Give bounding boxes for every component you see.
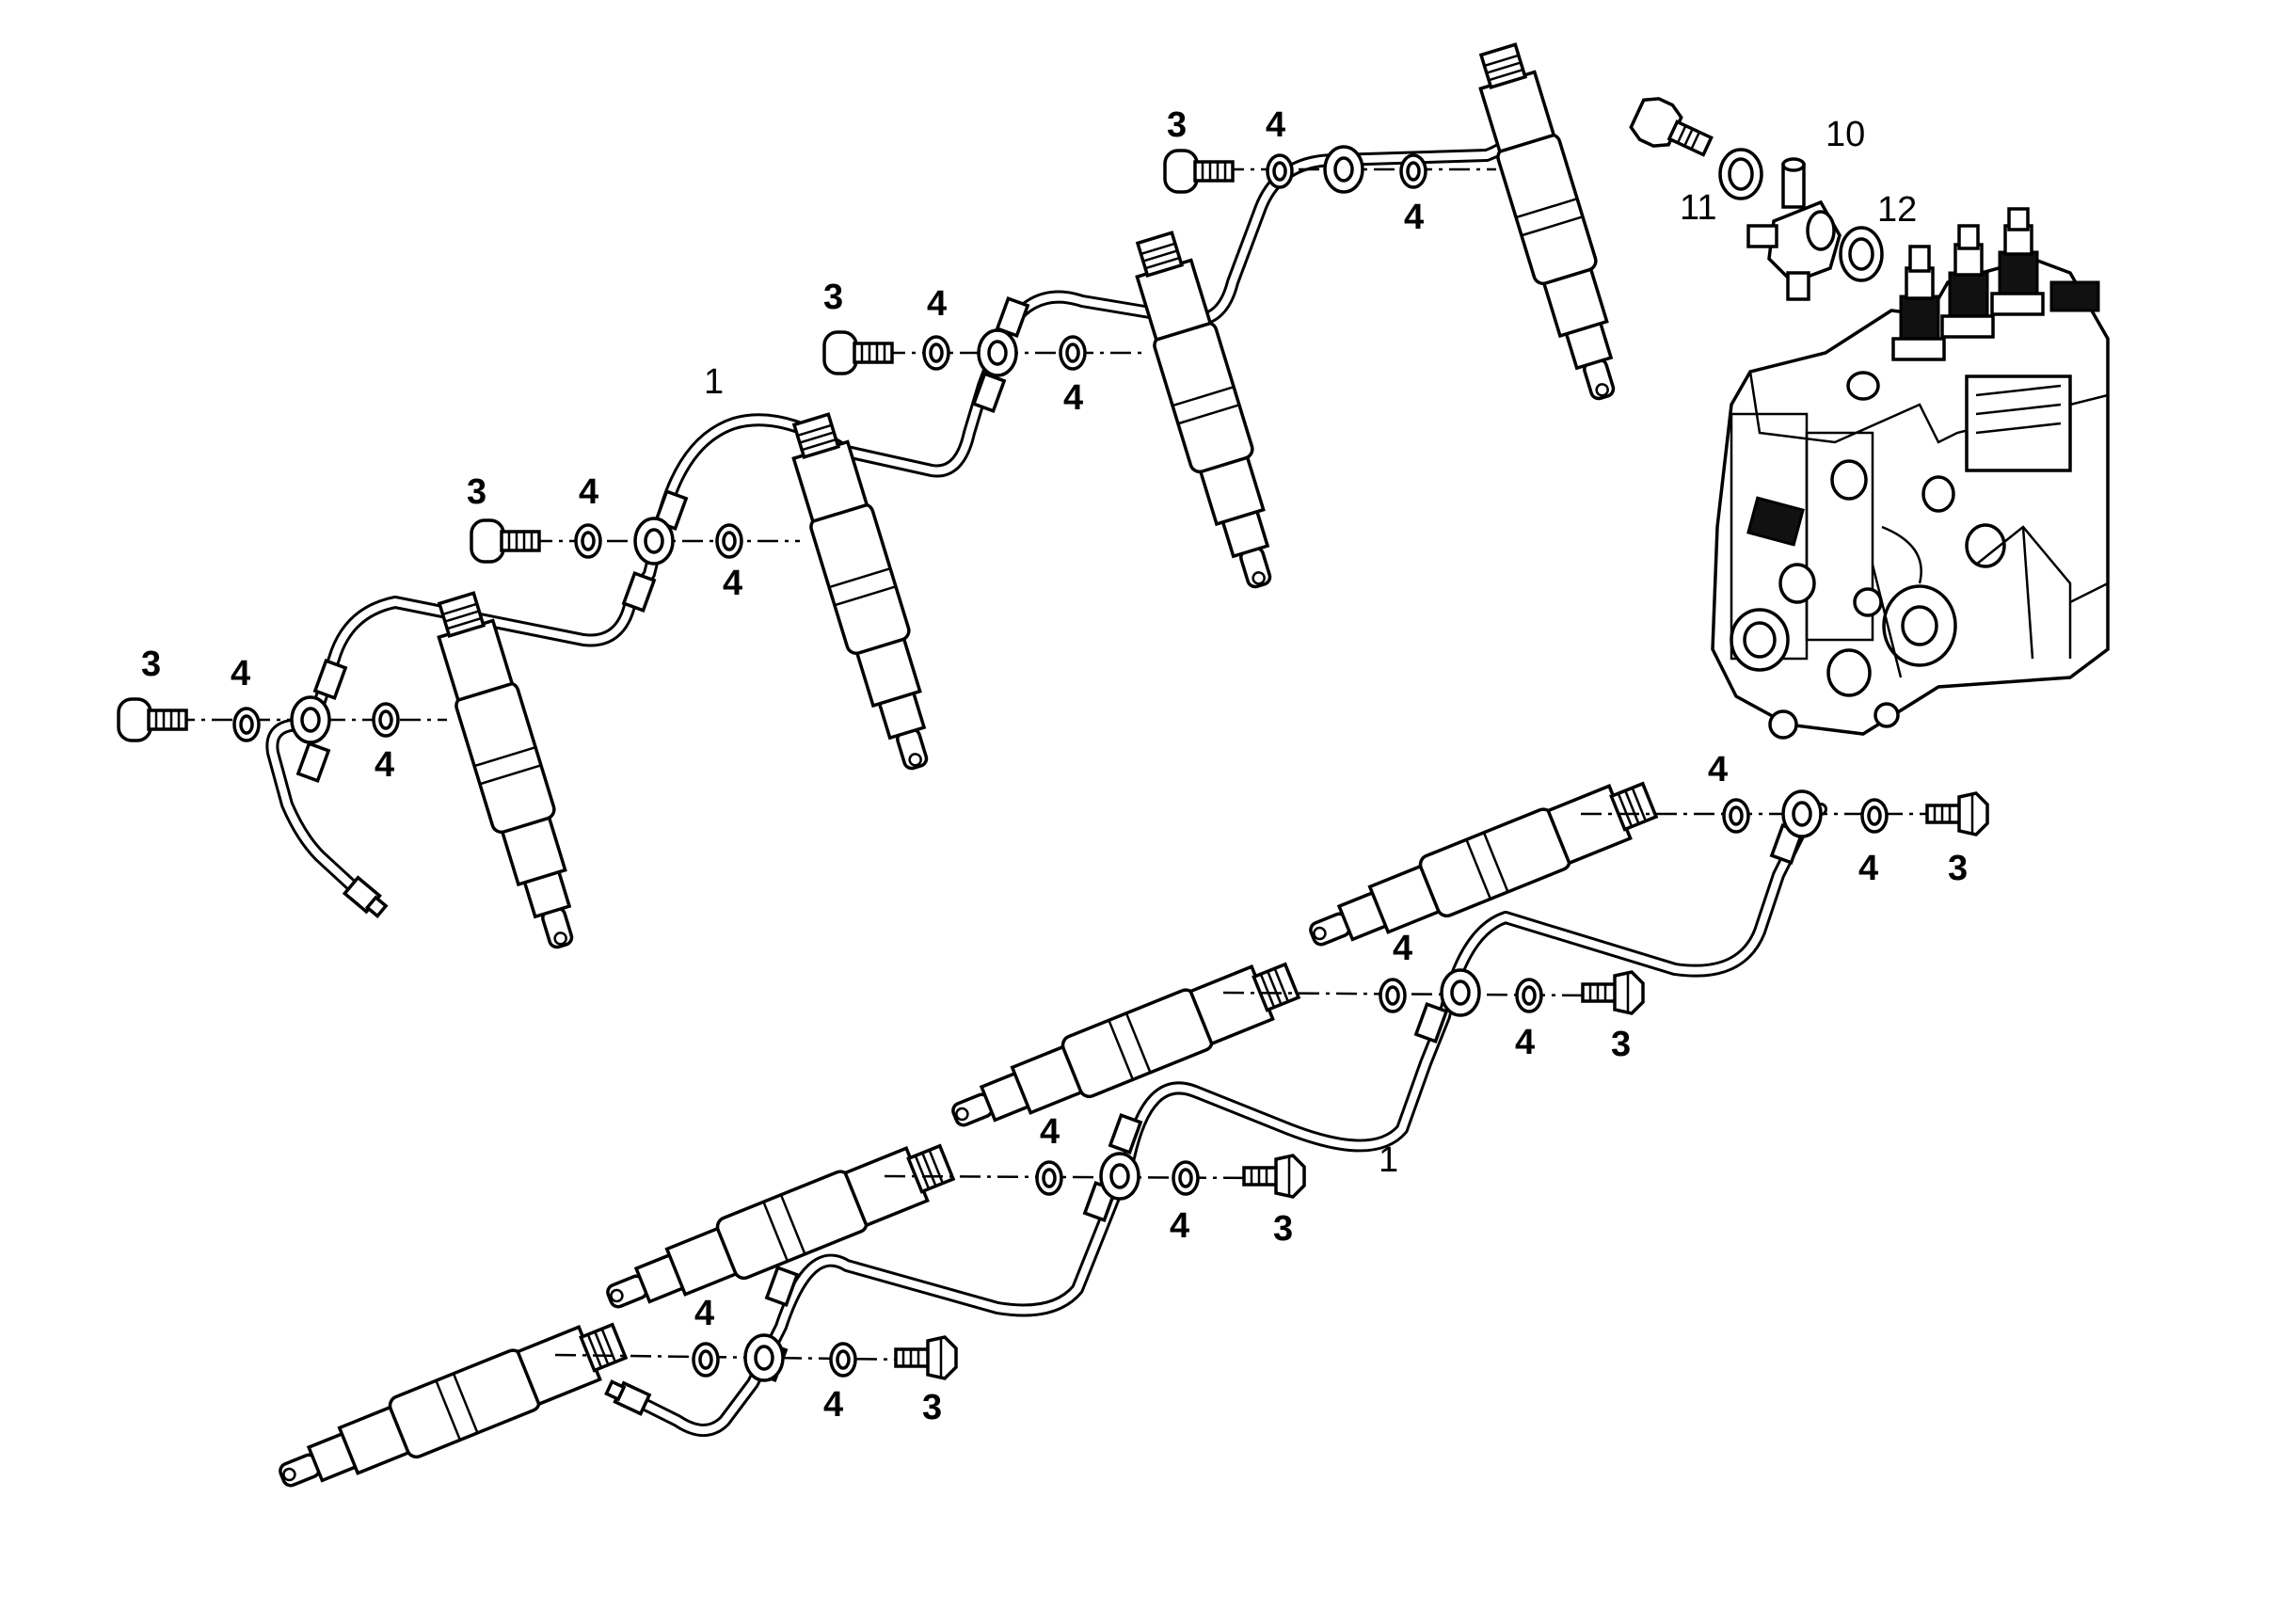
callout-1: 1 — [704, 362, 724, 402]
callout-3: 3 — [1273, 1209, 1293, 1249]
washer-lower-3b — [1515, 978, 1543, 1013]
callout-4: 4 — [1393, 929, 1412, 968]
washer-upper-2b — [715, 523, 743, 559]
callout-4: 4 — [1515, 1023, 1535, 1062]
banjo-bolt-lower-2 — [1242, 1154, 1306, 1199]
callout-3: 3 — [467, 472, 486, 512]
lower-bank — [268, 769, 1989, 1509]
delivery-valve-3 — [1990, 207, 2045, 316]
callout-4: 4 — [927, 284, 947, 324]
washer-upper-4a — [1266, 153, 1294, 189]
banjo-bolt-upper-1 — [117, 697, 188, 742]
callout-4: 4 — [579, 472, 598, 512]
callout-labels: 3 4 4 3 4 4 1 3 4 4 3 4 4 10 11 12 4 4 3… — [141, 105, 1968, 1427]
pump-fitting-bolt — [1629, 97, 1714, 157]
washer-lower-4a — [1722, 798, 1750, 834]
washer-lower-2b — [1172, 1160, 1200, 1196]
banjo-eye-upper-2 — [633, 517, 675, 566]
callout-12: 12 — [1877, 190, 1917, 230]
banjo-eye-upper-1 — [290, 695, 331, 744]
fuel-pipe-upper — [265, 97, 1540, 918]
callout-4: 4 — [1040, 1112, 1060, 1152]
washer-upper-1a — [232, 707, 261, 742]
callout-4: 4 — [1404, 198, 1424, 237]
washer-upper-2a — [574, 523, 602, 559]
delivery-valve-2 — [1940, 224, 1995, 339]
banjo-eye-lower-4 — [1781, 789, 1823, 838]
washer-lower-1a — [692, 1342, 720, 1378]
callout-4: 4 — [1170, 1206, 1189, 1246]
callout-4: 4 — [375, 745, 394, 785]
washer-upper-3b — [1059, 335, 1087, 371]
callout-3: 3 — [1167, 105, 1187, 145]
upper-bank — [117, 39, 1637, 957]
part-10-tee-fitting — [1746, 157, 1842, 301]
banjo-bolt-lower-4 — [1925, 791, 1989, 836]
banjo-eye-upper-3 — [977, 328, 1018, 377]
callout-4: 4 — [231, 654, 250, 693]
part-12-washer — [1839, 226, 1884, 282]
callout-3: 3 — [1948, 849, 1968, 888]
washer-lower-1b — [829, 1342, 857, 1378]
banjo-bolt-lower-3 — [1581, 970, 1645, 1015]
banjo-bolt-upper-4 — [1163, 149, 1235, 194]
banjo-eye-lower-3 — [1440, 968, 1481, 1017]
callout-4: 4 — [694, 1294, 714, 1333]
callout-4: 4 — [1708, 750, 1728, 789]
banjo-bolt-lower-1 — [894, 1335, 958, 1380]
callout-3: 3 — [922, 1388, 942, 1427]
banjo-eye-lower-2 — [1099, 1152, 1140, 1201]
callout-4: 4 — [823, 1385, 843, 1425]
washer-upper-1b — [372, 702, 400, 738]
callout-4: 4 — [1063, 378, 1083, 418]
washer-upper-3a — [922, 335, 950, 371]
callout-3: 3 — [1611, 1025, 1631, 1064]
callout-4: 4 — [1266, 105, 1285, 145]
fuel-pipe-lower — [604, 803, 1827, 1437]
banjo-bolt-upper-3 — [822, 330, 894, 375]
injector-upper-4 — [1465, 39, 1637, 408]
banjo-eye-upper-4 — [1323, 145, 1364, 194]
washer-lower-3a — [1379, 978, 1407, 1013]
callout-11: 11 — [1680, 188, 1716, 228]
washer-upper-4b — [1399, 153, 1427, 189]
part-11-washer — [1718, 148, 1763, 200]
injector-lower-1 — [268, 1310, 633, 1509]
injector-upper-3 — [1122, 227, 1294, 597]
callout-10: 10 — [1826, 115, 1865, 154]
callout-3: 3 — [141, 645, 161, 684]
banjo-bolt-upper-2 — [470, 518, 541, 564]
callout-4: 4 — [723, 564, 742, 603]
delivery-valve-1 — [1891, 245, 1946, 361]
washer-lower-4b — [1860, 798, 1889, 834]
callout-4: 4 — [1858, 849, 1878, 888]
washer-lower-2a — [1035, 1160, 1063, 1196]
injector-upper-1 — [423, 587, 596, 957]
injection-pump — [1711, 207, 2110, 740]
banjo-eye-lower-1 — [743, 1333, 785, 1382]
callout-3: 3 — [823, 278, 843, 317]
callout-1: 1 — [1379, 1140, 1398, 1180]
